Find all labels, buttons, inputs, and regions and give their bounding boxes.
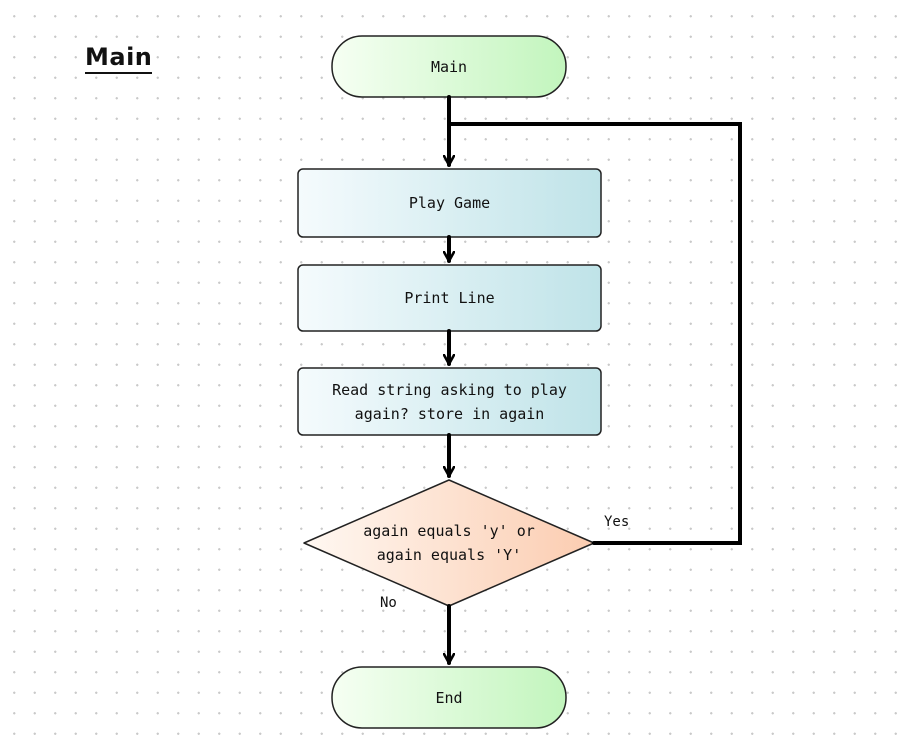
decision-node: again equals 'y' or again equals 'Y' (360, 510, 538, 576)
play-game-node: Play Game (298, 169, 601, 237)
end-node: End (332, 667, 566, 728)
end-terminal-shape (331, 666, 567, 729)
play-game-label: Play Game (408, 194, 491, 212)
read-string-node: Read string asking to play again? store … (318, 368, 581, 435)
end-node-label: End (435, 688, 463, 707)
print-line-label: Print Line (404, 289, 495, 307)
diagram-title: Main (85, 42, 153, 74)
print-line-node: Print Line (298, 265, 601, 331)
decision-label: again equals 'y' or again equals 'Y' (363, 522, 535, 564)
yes-edge-label: Yes (604, 514, 630, 530)
start-node: Main (332, 36, 566, 97)
edge-yes-loop-back (447, 122, 742, 545)
start-node-label: Main (430, 57, 468, 76)
read-string-label: Read string asking to play again? store … (332, 380, 567, 423)
no-edge-label: No (380, 595, 397, 611)
